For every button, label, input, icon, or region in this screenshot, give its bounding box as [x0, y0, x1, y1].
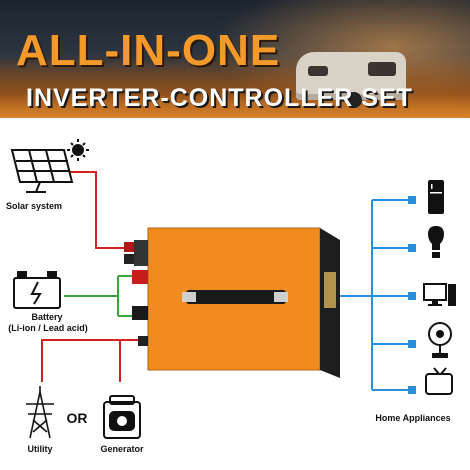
caravan-window-small — [308, 66, 328, 76]
fridge-icon — [428, 180, 444, 214]
or-label: OR — [66, 410, 88, 426]
caravan-window — [368, 62, 396, 76]
generator-label: Generator — [100, 444, 144, 454]
home-appliances-label: Home Appliances — [375, 413, 451, 423]
bulb-icon — [428, 226, 444, 258]
header-banner: ALL-IN-ONE INVERTER-CONTROLLER SET — [0, 0, 470, 118]
output-wires — [338, 199, 412, 391]
caravan-wheel — [346, 92, 362, 108]
utility-tower-icon — [26, 386, 54, 439]
tv-icon — [425, 367, 453, 395]
battery-label: Battery — [31, 312, 63, 322]
solar-wire — [68, 171, 130, 249]
title-line-1: ALL-IN-ONE — [16, 26, 281, 75]
battery-icon — [13, 271, 61, 309]
utility-label: Utility — [27, 444, 53, 454]
battery-type-label: (Li-ion / Lead acid) — [8, 323, 88, 333]
battery-wire — [64, 275, 138, 317]
device-terminals — [124, 240, 148, 346]
utility-wire — [41, 339, 140, 382]
sun-icon — [67, 139, 89, 161]
solar-system-label: Solar system — [6, 201, 63, 211]
computer-icon — [423, 283, 456, 306]
fan-icon — [428, 322, 452, 358]
caravan-image — [296, 52, 406, 108]
handle — [182, 290, 288, 304]
title-line-2: INVERTER-CONTROLLER SET — [26, 84, 413, 112]
generator-icon — [103, 395, 141, 439]
solar-panel-icon — [10, 149, 74, 193]
output-plugs — [408, 196, 416, 394]
inverter-device — [124, 227, 340, 378]
